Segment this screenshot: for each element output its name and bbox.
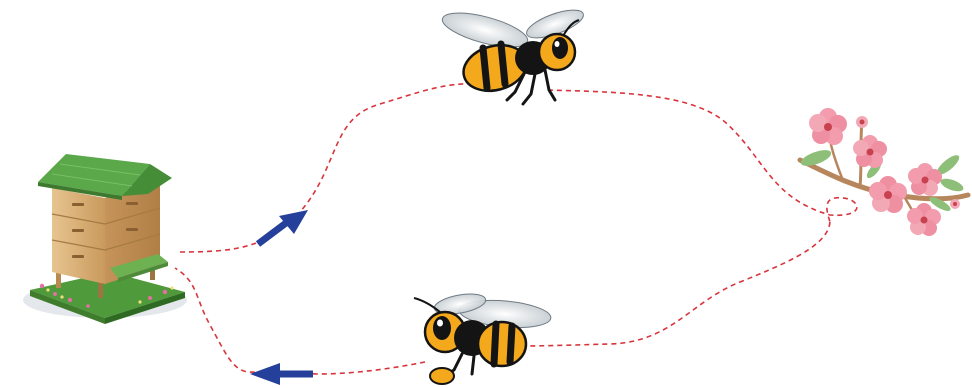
bee-outbound-icon — [439, 4, 586, 104]
blossom-flowers — [809, 108, 960, 236]
bee-return-icon — [414, 291, 552, 384]
outbound-arrow — [258, 210, 308, 244]
beehive-icon — [23, 154, 187, 324]
return-arrow — [250, 363, 313, 385]
cherry-blossom-icon — [799, 108, 968, 236]
